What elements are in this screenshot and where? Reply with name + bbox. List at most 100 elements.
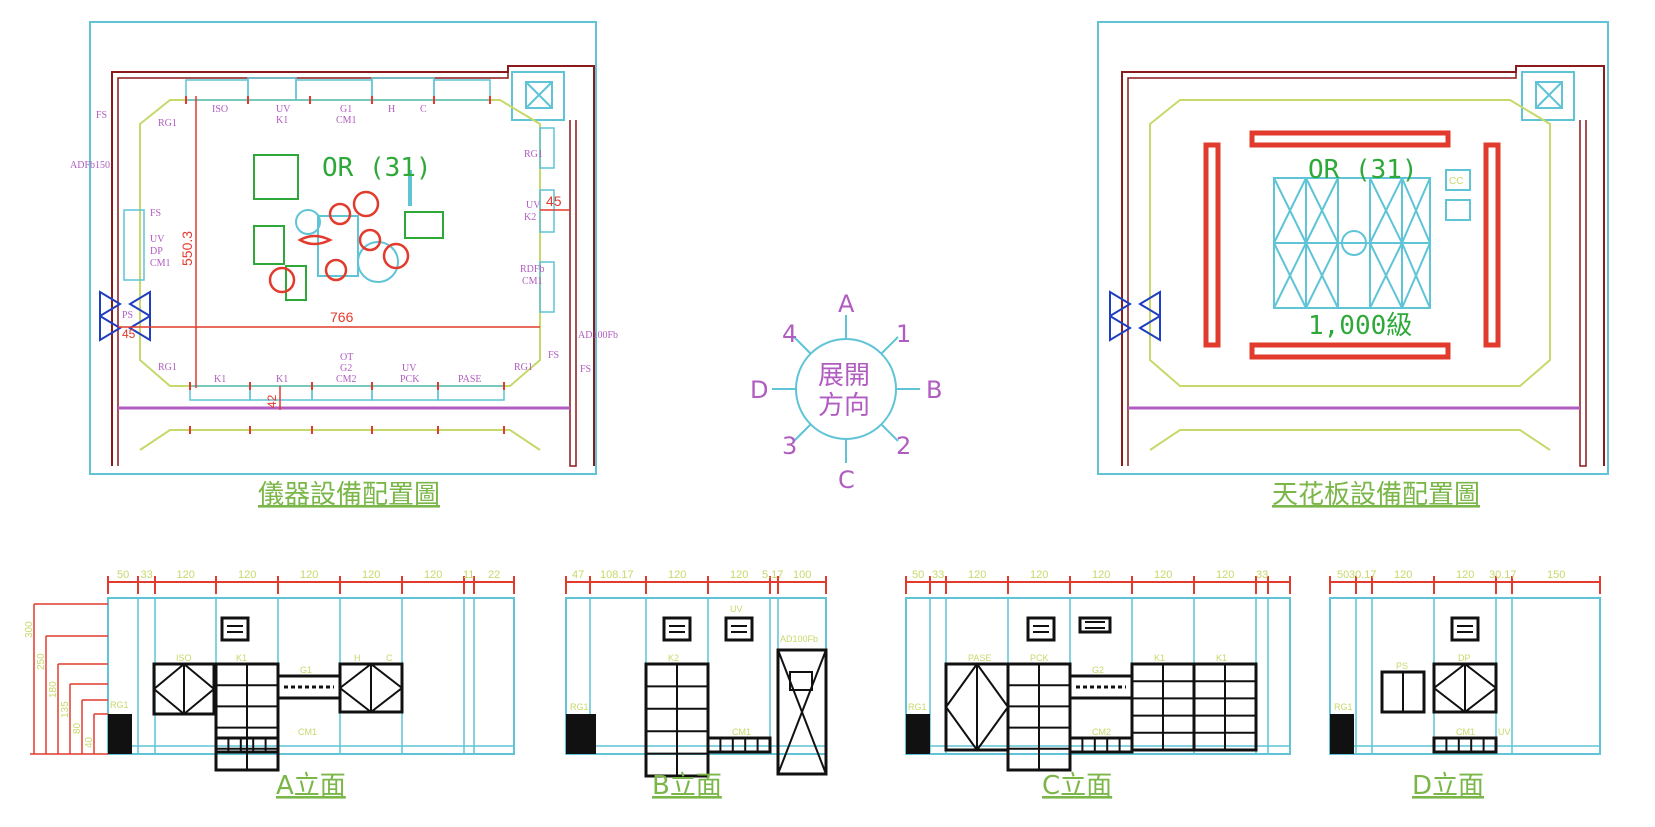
ceiling-plan-frame <box>1097 21 1609 475</box>
tag-ad100fb: AD100Fb <box>578 330 618 341</box>
green-equipment <box>253 154 444 301</box>
tag-fs: FS <box>548 350 559 361</box>
floor-plan-frame <box>89 21 597 475</box>
dimension-label: 120 <box>968 569 986 581</box>
surgeon-icon <box>382 242 410 270</box>
height-dimension-label: 135 <box>60 701 71 718</box>
elevation-caption: D立面 <box>1412 771 1484 801</box>
equipment-tag: ISO <box>176 653 192 663</box>
wall-panel <box>662 616 692 642</box>
tag-rg1: RG1 <box>158 362 177 373</box>
equipment-tag: K1 <box>1216 653 1227 663</box>
dimension-label: 120 <box>1456 569 1474 581</box>
equipment-tag: G1 <box>300 665 312 675</box>
tag-adfb150: ADFb150 <box>70 160 110 171</box>
tag-cm1: CM1 <box>336 115 357 126</box>
dim-small-label: 45 <box>546 193 562 209</box>
tag-uv: UV <box>526 200 541 211</box>
wall-panel <box>1078 616 1112 634</box>
tag-fs: FS <box>96 110 107 121</box>
direction-compass: A B C D 1 2 3 4 展開 方向 <box>750 290 942 494</box>
dimension-label: 100 <box>793 569 811 581</box>
wall-panel <box>724 616 754 642</box>
equipment-tag: UV <box>730 604 743 614</box>
dimension-label: 120 <box>238 569 256 581</box>
dimension-label: 120 <box>1030 569 1048 581</box>
tag-pase: PASE <box>458 374 482 385</box>
surgeon-icon <box>352 190 380 218</box>
dimension-label: 120 <box>668 569 686 581</box>
dimension-label: 30.17 <box>1489 569 1517 581</box>
ceiling-plan-caption: 天花板設備配置圖 <box>1272 480 1480 510</box>
dimension-label: 33 <box>932 569 944 581</box>
dimension-label: 108.17 <box>600 569 634 581</box>
room-label: OR (31) <box>322 153 432 183</box>
cabinet <box>1068 736 1134 754</box>
compass-a: A <box>838 290 855 318</box>
tag-iso: ISO <box>212 104 228 115</box>
equipment-tag: C <box>386 653 393 663</box>
tag-ot: OT <box>340 352 353 363</box>
elevation-caption: A立面 <box>276 771 346 801</box>
equipment-tag: RG1 <box>1334 702 1353 712</box>
tag-cm1: CM1 <box>522 276 543 287</box>
equipment-tag: DP <box>1458 653 1471 663</box>
surgeon-icon <box>268 266 296 294</box>
left-cabinet <box>123 209 145 281</box>
ceiling-room-label: OR (31) <box>1308 155 1418 185</box>
door-symbol <box>1109 290 1161 342</box>
tag-dp: DP <box>150 246 163 257</box>
dimension-label: 50 <box>1337 569 1349 581</box>
door-window <box>789 671 813 691</box>
equipment-tag: G2 <box>1092 665 1104 675</box>
bottom-cabinets <box>189 385 505 401</box>
tag-cm1: CM1 <box>150 258 171 269</box>
equipment-tag: H <box>354 653 361 663</box>
tag-k1: K1 <box>276 374 288 385</box>
recessed-cabinet <box>1330 714 1354 754</box>
tag-fs: FS <box>150 208 161 219</box>
tag-k1: K1 <box>214 374 226 385</box>
compass-c: C <box>838 466 855 494</box>
dimension-label: 120 <box>1154 569 1172 581</box>
tag-cm2: CM2 <box>336 374 357 385</box>
dimension-label: 30.17 <box>1349 569 1377 581</box>
room-outline <box>139 99 541 387</box>
tag-h: H <box>388 104 395 115</box>
dimension-label: 120 <box>300 569 318 581</box>
inner-wall <box>117 72 509 466</box>
height-dimension-label: 180 <box>48 681 59 698</box>
class-label: 1,000級 <box>1308 311 1412 341</box>
height-dimension-label: 300 <box>24 621 35 638</box>
door-symbol <box>99 290 151 342</box>
cabinet-diamond <box>338 662 404 714</box>
dim-width-label: 766 <box>330 309 354 325</box>
compass-4: 4 <box>782 320 797 348</box>
cabinet-diamond <box>152 662 216 716</box>
compass-b: B <box>926 376 942 404</box>
dimension-label: 120 <box>730 569 748 581</box>
tag-ps: PS <box>122 310 133 321</box>
right-cabinets <box>539 127 555 313</box>
ceiling-plan: CC OR (31) 1,000級 天花板設備配置圖 <box>1097 21 1609 510</box>
equipment-tag: K1 <box>236 653 247 663</box>
tag-uv: UV <box>402 363 417 374</box>
equipment-tag: RG1 <box>908 702 927 712</box>
floor-plan-caption: 儀器設備配置圖 <box>258 480 440 510</box>
cabinet <box>706 736 772 754</box>
right-wall <box>569 120 577 467</box>
tag-rdfb: RDFb <box>520 264 544 275</box>
compass-center-line2: 方向 <box>818 391 870 421</box>
equipment-tag: CM2 <box>1092 727 1111 737</box>
dimension-label: 5.17 <box>762 569 783 581</box>
dimension-label: 47 <box>572 569 584 581</box>
height-dimension-label: 80 <box>72 722 83 734</box>
wall-panel <box>220 616 250 642</box>
recessed-cabinet <box>566 714 596 754</box>
corridor-outline <box>139 429 541 451</box>
dim-height-label: 550.3 <box>179 231 195 266</box>
dimension-label: 120 <box>362 569 380 581</box>
cabinet <box>214 736 280 754</box>
dimension-label: 33 <box>141 569 153 581</box>
dimension-label: 33 <box>1256 569 1268 581</box>
